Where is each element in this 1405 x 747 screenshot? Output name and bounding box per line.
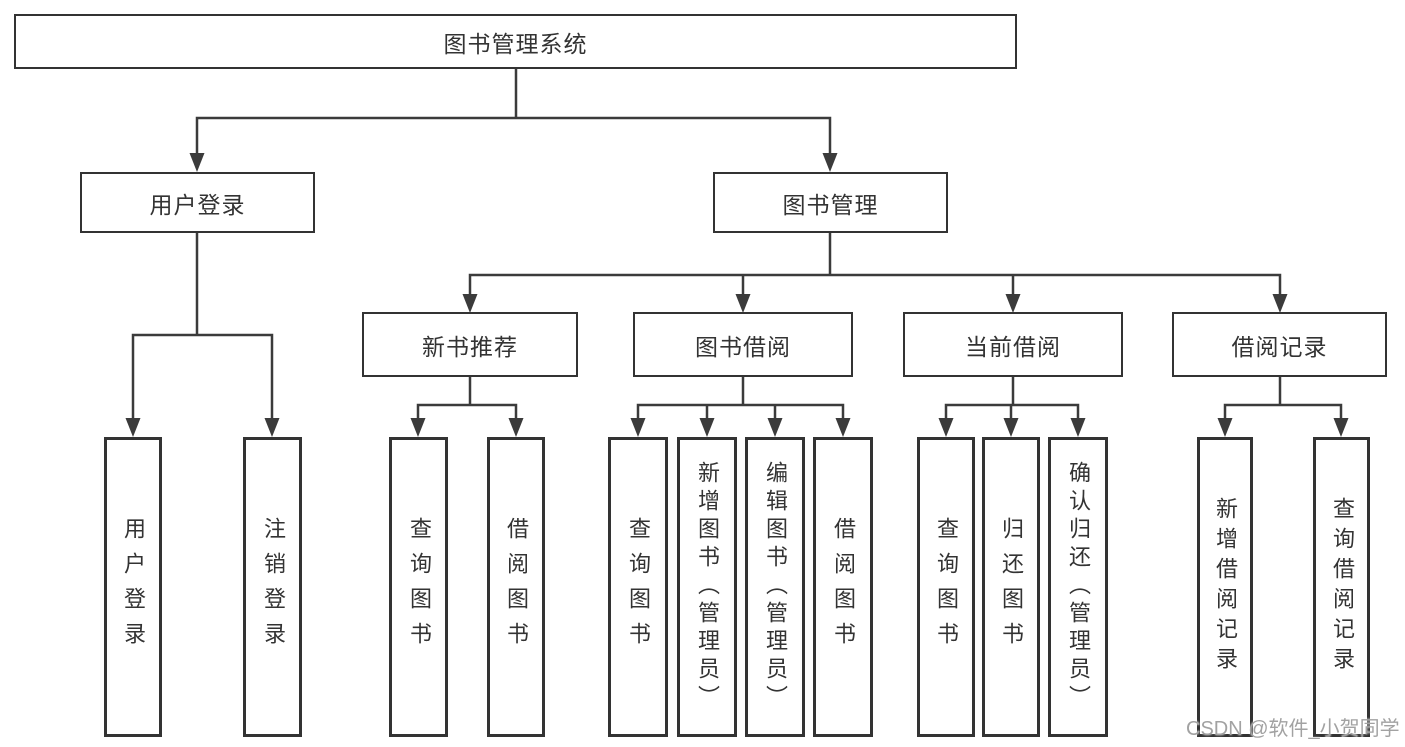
node-library-system: 图书管理系统 bbox=[14, 14, 1017, 69]
node-book-management: 图书管理 bbox=[713, 172, 948, 233]
tree-edges bbox=[131, 67, 1343, 423]
leaf-confirm-return-admin: 确认归还（管理员） bbox=[1048, 437, 1108, 737]
leaf-return-book: 归还图书 bbox=[982, 437, 1040, 737]
arrowheads bbox=[125, 153, 1349, 437]
leaf-user-login: 用户登录 bbox=[104, 437, 162, 737]
leaf-query-book-current: 查询图书 bbox=[917, 437, 975, 737]
leaf-query-borrow-record: 查询借阅记录 bbox=[1313, 437, 1370, 737]
leaf-logout: 注销登录 bbox=[243, 437, 302, 737]
leaf-borrow-book-recommend: 借阅图书 bbox=[487, 437, 545, 737]
leaf-edit-book-admin: 编辑图书（管理员） bbox=[745, 437, 805, 737]
node-book-borrow: 图书借阅 bbox=[633, 312, 853, 377]
node-current-borrow: 当前借阅 bbox=[903, 312, 1123, 377]
leaf-query-book-recommend: 查询图书 bbox=[389, 437, 448, 737]
leaf-borrow-book: 借阅图书 bbox=[813, 437, 873, 737]
leaf-add-book-admin: 新增图书（管理员） bbox=[677, 437, 737, 737]
node-new-book-recommend: 新书推荐 bbox=[362, 312, 578, 377]
node-user-login: 用户登录 bbox=[80, 172, 315, 233]
csdn-watermark: CSDN @软件_小贺同学 bbox=[1186, 718, 1400, 740]
leaf-add-borrow-record: 新增借阅记录 bbox=[1197, 437, 1253, 737]
node-borrow-record: 借阅记录 bbox=[1172, 312, 1387, 377]
leaf-query-book-borrow: 查询图书 bbox=[608, 437, 668, 737]
